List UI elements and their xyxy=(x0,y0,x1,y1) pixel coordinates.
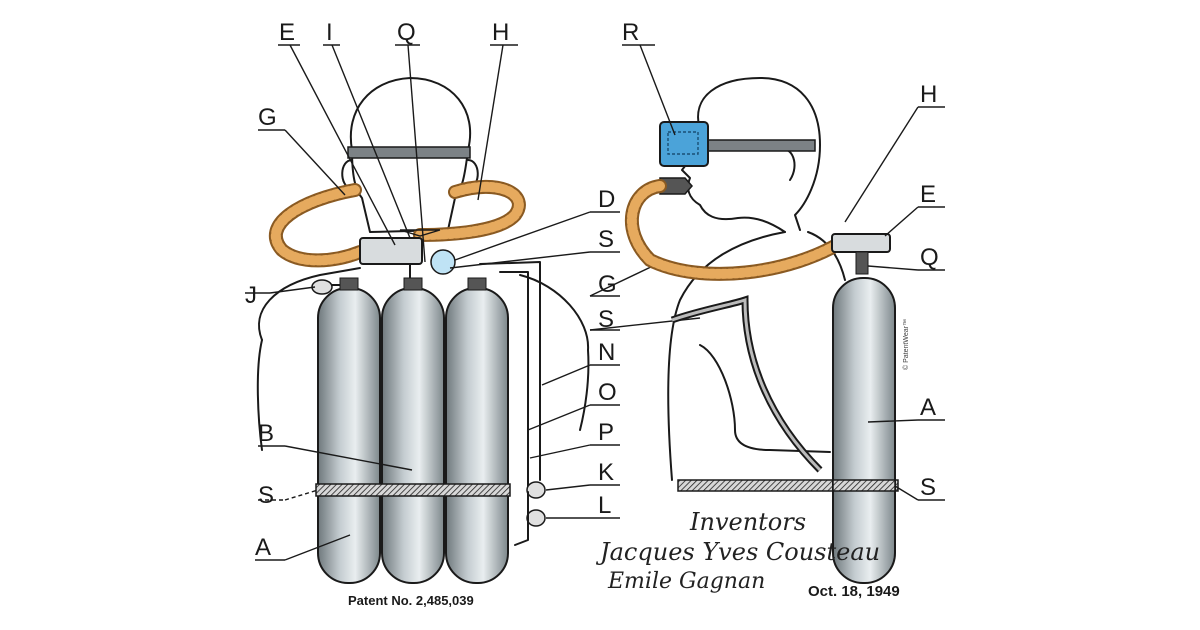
label-p: P xyxy=(598,419,614,446)
label-s-right: S xyxy=(920,474,936,501)
signature-line3: Emile Gagnan xyxy=(607,569,765,594)
signature-line2: Jacques Yves Cousteau xyxy=(595,538,880,566)
tank-strap-rear xyxy=(315,483,511,497)
label-g-left: G xyxy=(258,104,277,131)
face-mask xyxy=(659,121,709,167)
diver-head-rear xyxy=(349,77,472,233)
label-q-left: Q xyxy=(397,19,416,46)
label-q-right: Q xyxy=(920,244,939,271)
labels-right: R H E Q A S xyxy=(622,19,939,501)
label-b: B xyxy=(258,420,274,447)
label-i: I xyxy=(326,19,333,46)
label-g-mid: G xyxy=(598,271,617,298)
label-h-right: H xyxy=(920,81,937,108)
label-d: D xyxy=(598,186,615,213)
patent-number: Patent No. 2,485,039 xyxy=(348,593,474,608)
signature-line1: Inventors xyxy=(689,508,806,536)
patent-date: Oct. 18, 1949 xyxy=(808,583,900,600)
label-s-mid2: S xyxy=(598,306,614,333)
label-o: O xyxy=(598,379,617,406)
label-j: J xyxy=(245,282,257,309)
label-r: R xyxy=(622,19,639,46)
regulator-side xyxy=(831,233,891,253)
label-s-left: S xyxy=(258,482,274,509)
regulator-rear xyxy=(359,237,423,265)
side-view-figure xyxy=(625,77,899,584)
waist-strap-side xyxy=(677,479,899,492)
watermark: © PatentWear™ xyxy=(902,319,910,370)
label-h-left: H xyxy=(492,19,509,46)
head-strap-rear xyxy=(347,146,471,159)
air-tanks-rear xyxy=(315,277,511,584)
label-n: N xyxy=(598,339,615,366)
valve-d xyxy=(430,249,456,275)
label-a-right: A xyxy=(920,394,936,421)
label-s-mid: S xyxy=(598,226,614,253)
diver-head-side xyxy=(697,77,821,231)
inventor-signature: Inventors Jacques Yves Cousteau Emile Ga… xyxy=(595,508,880,594)
label-e-right: E xyxy=(920,181,936,208)
rear-view-figure xyxy=(256,77,590,584)
leader-lines-left xyxy=(245,44,620,561)
air-tank-side xyxy=(832,277,896,584)
label-a-left: A xyxy=(255,534,271,561)
label-e-left: E xyxy=(279,19,295,46)
leader-lines-right xyxy=(622,44,945,501)
label-k: K xyxy=(598,459,614,486)
label-l: L xyxy=(598,492,611,519)
labels-left: E I Q H G J B S A D S G S N O P K L xyxy=(245,19,701,561)
